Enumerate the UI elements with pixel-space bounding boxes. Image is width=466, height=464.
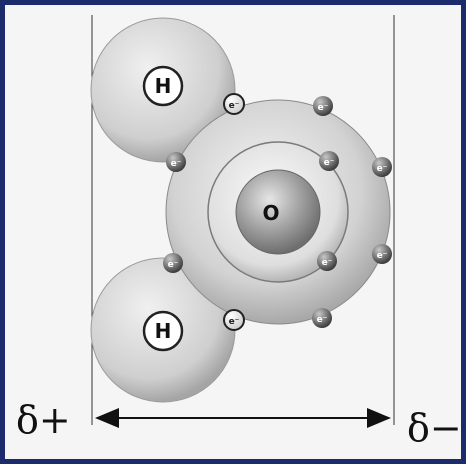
electron: e⁻ <box>312 308 332 328</box>
hydrogen-atom-bottom: H <box>90 257 236 403</box>
partial-negative-charge: δ− <box>407 406 462 450</box>
electron: e⁻ <box>319 151 339 171</box>
electron: e⁻ <box>163 253 183 273</box>
svg-text:e⁻: e⁻ <box>377 251 388 261</box>
hydrogen-label-top: H <box>155 74 172 98</box>
electron: e⁻ <box>372 157 392 177</box>
hydrogen-nucleus-bottom <box>142 310 184 352</box>
svg-text:e⁻: e⁻ <box>229 101 240 111</box>
hydrogen-atom-top: H <box>90 17 236 163</box>
svg-text:e⁻: e⁻ <box>229 317 240 327</box>
water-molecule-diagram: H H O e⁻ e⁻ e⁻ e⁻ e⁻ e⁻ e⁻ <box>16 15 462 450</box>
partial-positive-charge: δ+ <box>16 398 71 442</box>
svg-text:e⁻: e⁻ <box>322 258 333 268</box>
svg-text:e⁻: e⁻ <box>377 164 388 174</box>
svg-text:e⁻: e⁻ <box>171 159 182 169</box>
svg-text:e⁻: e⁻ <box>168 260 179 270</box>
hydrogen-label-bottom: H <box>155 319 172 343</box>
svg-text:e⁻: e⁻ <box>318 103 329 113</box>
oxygen-label: O <box>262 201 279 225</box>
shared-electron-bottom: e⁻ <box>223 309 245 331</box>
svg-text:e⁻: e⁻ <box>324 158 335 168</box>
svg-text:e⁻: e⁻ <box>317 315 328 325</box>
electron: e⁻ <box>317 251 337 271</box>
electron: e⁻ <box>313 96 333 116</box>
shared-electron-top: e⁻ <box>223 93 245 115</box>
electron: e⁻ <box>372 244 392 264</box>
oxygen-nucleus <box>235 169 321 255</box>
hydrogen-nucleus-top <box>142 65 184 107</box>
electron: e⁻ <box>166 152 186 172</box>
oxygen-atom: O <box>165 99 391 325</box>
